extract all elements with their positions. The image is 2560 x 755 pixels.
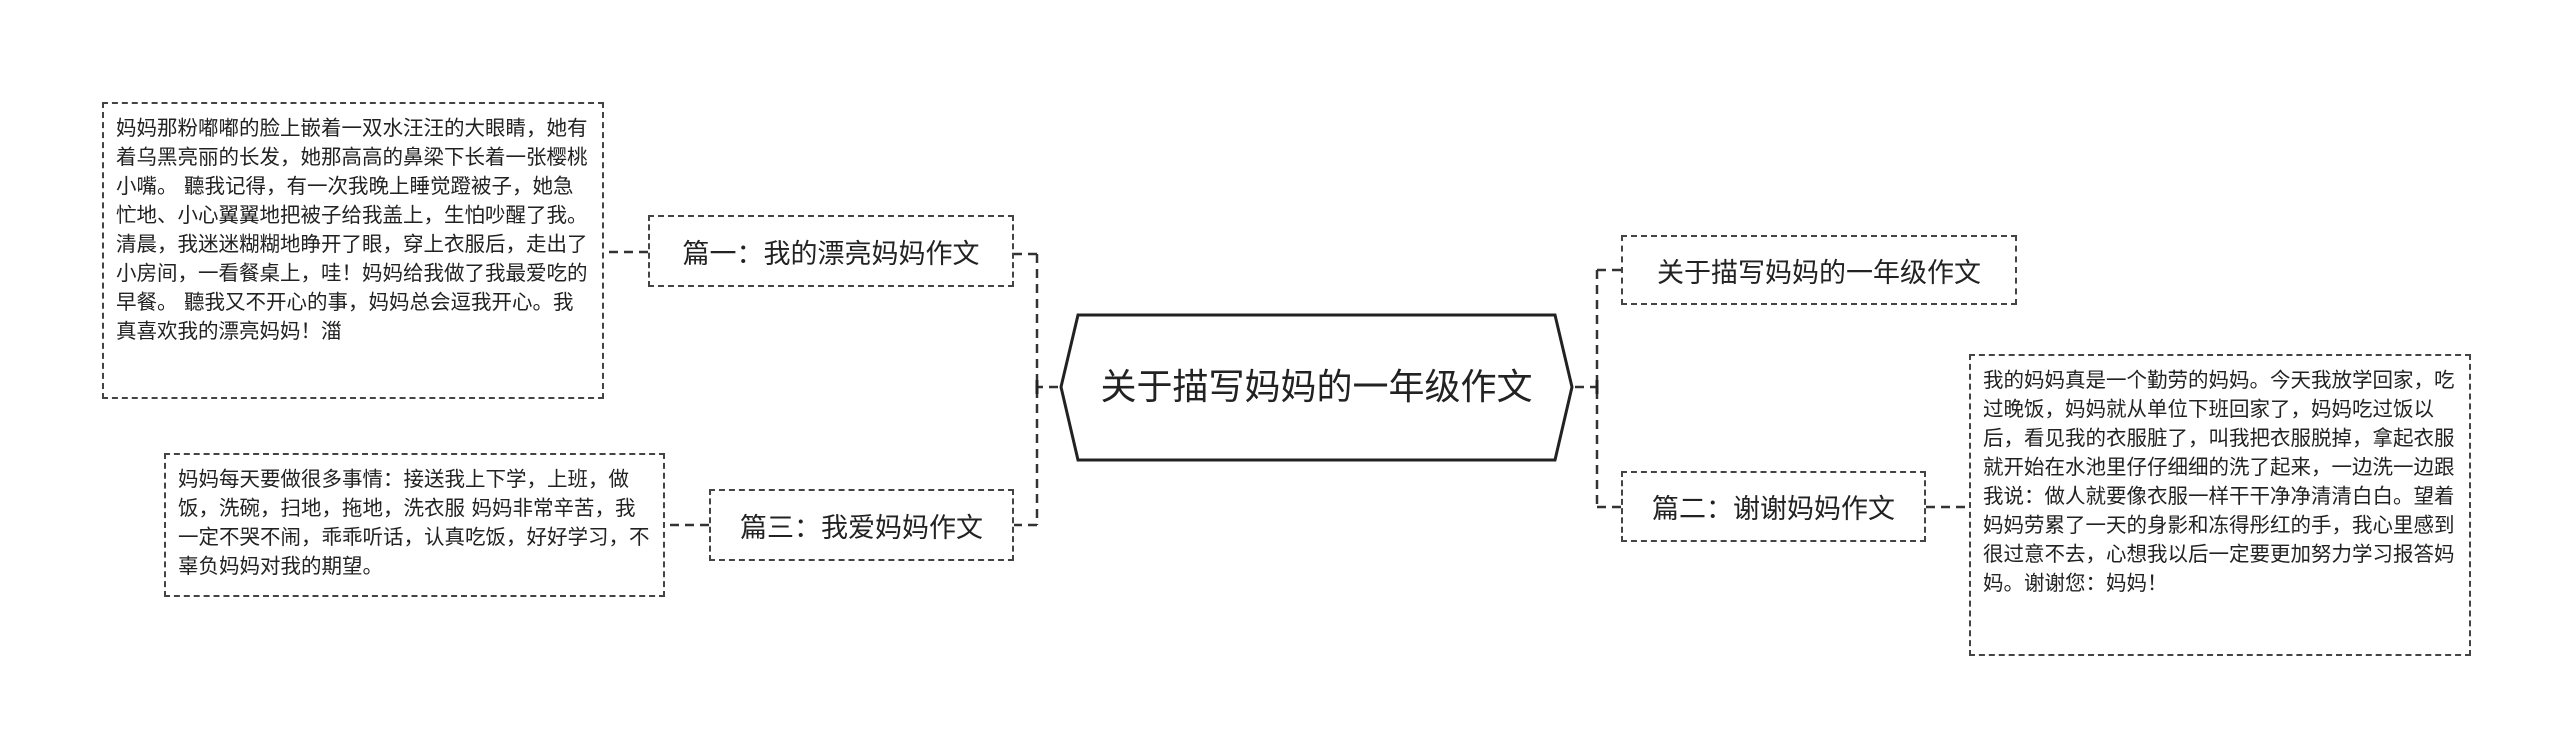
- branch-note-1[interactable]: 妈妈那粉嘟嘟的脸上嵌着一双水汪汪的大眼睛，她有着乌黑亮丽的长发，她那高高的鼻梁下…: [102, 102, 604, 399]
- hexagon-shape: [1059, 313, 1574, 462]
- branch-note-3[interactable]: 妈妈每天要做很多事情：接送我上下学，上班，做饭，洗碗，扫地，拖地，洗衣服 妈妈非…: [164, 453, 665, 597]
- branch-topic-2[interactable]: 篇二：谢谢妈妈作文: [1621, 471, 1926, 542]
- branch-topic-3[interactable]: 篇三：我爱妈妈作文: [709, 489, 1014, 561]
- central-topic[interactable]: 关于描写妈妈的一年级作文: [1058, 312, 1575, 463]
- branch-note-2[interactable]: 我的妈妈真是一个勤劳的妈妈。今天我放学回家，吃过晚饭，妈妈就从单位下班回家了，妈…: [1969, 354, 2471, 656]
- central-topic-title: 关于描写妈妈的一年级作文: [1100, 366, 1533, 408]
- branch-topic-1[interactable]: 篇一：我的漂亮妈妈作文: [648, 215, 1014, 287]
- branch-topic-summary[interactable]: 关于描写妈妈的一年级作文: [1621, 235, 2017, 305]
